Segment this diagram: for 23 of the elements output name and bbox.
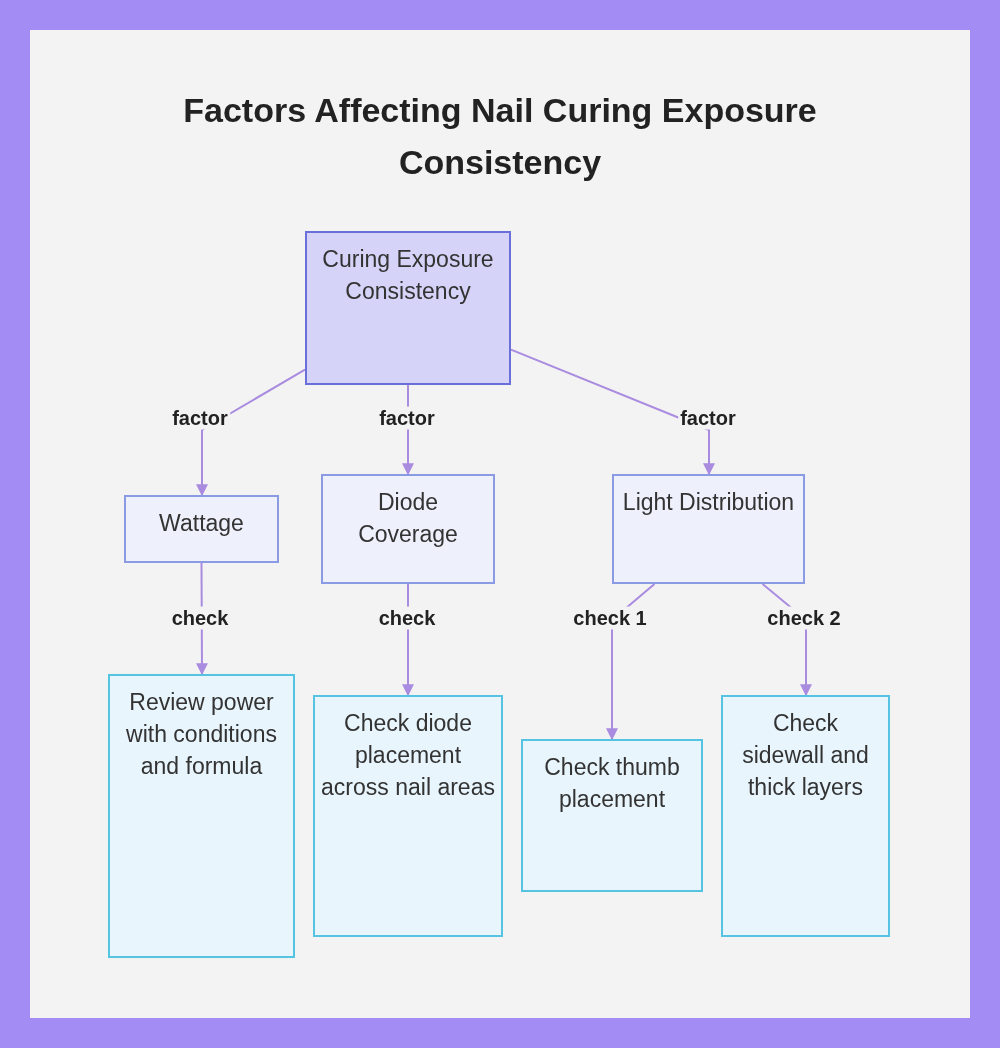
node-label: Check thumb placement [543, 753, 681, 814]
edge-label: check 1 [571, 606, 649, 630]
node-label: Diode Coverage [357, 488, 459, 549]
arrow [510, 348, 715, 476]
node-label: Curing Exposure Consistency [321, 245, 495, 306]
edge-label: check [169, 606, 231, 630]
edge-label: check [376, 606, 438, 630]
process-box [612, 474, 805, 584]
edge-label: factor [377, 406, 437, 430]
edge-label: check 2 [765, 606, 843, 630]
process-box [305, 231, 511, 385]
process-box [521, 739, 703, 892]
process-box [321, 474, 495, 584]
node-label: Review power with conditions and formula [125, 688, 278, 781]
process-box [108, 674, 295, 958]
process-box [313, 695, 503, 937]
title: Factors Affecting Nail Curing Exposure Consistency [182, 90, 818, 183]
process-box [721, 695, 890, 937]
node-label: Wattage [159, 509, 244, 538]
node-label: Check diode placement across nail areas [321, 709, 495, 802]
node-label: Check sidewall and thick layers [741, 709, 870, 802]
process-box [124, 495, 279, 563]
node-label: Light Distribution [622, 488, 795, 517]
